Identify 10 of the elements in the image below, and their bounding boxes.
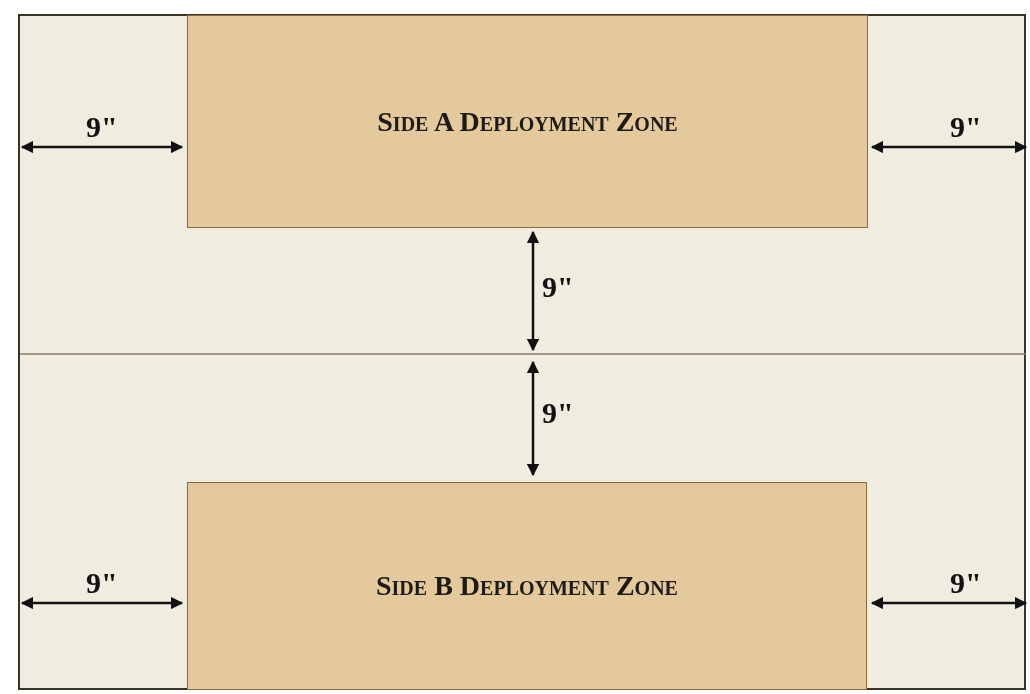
zone-title: Side A Deployment Zone <box>377 105 678 138</box>
deployment-zone <box>187 15 868 228</box>
dimension-label: 9" <box>86 568 118 598</box>
dimension-label: 9" <box>86 112 118 142</box>
dimension-label: 9" <box>542 272 574 302</box>
deployment-zone <box>187 482 867 690</box>
dimension-label: 9" <box>542 398 574 428</box>
dimension-label: 9" <box>950 568 982 598</box>
zone-title: Side B Deployment Zone <box>376 570 678 602</box>
dimension-label: 9" <box>950 112 982 142</box>
